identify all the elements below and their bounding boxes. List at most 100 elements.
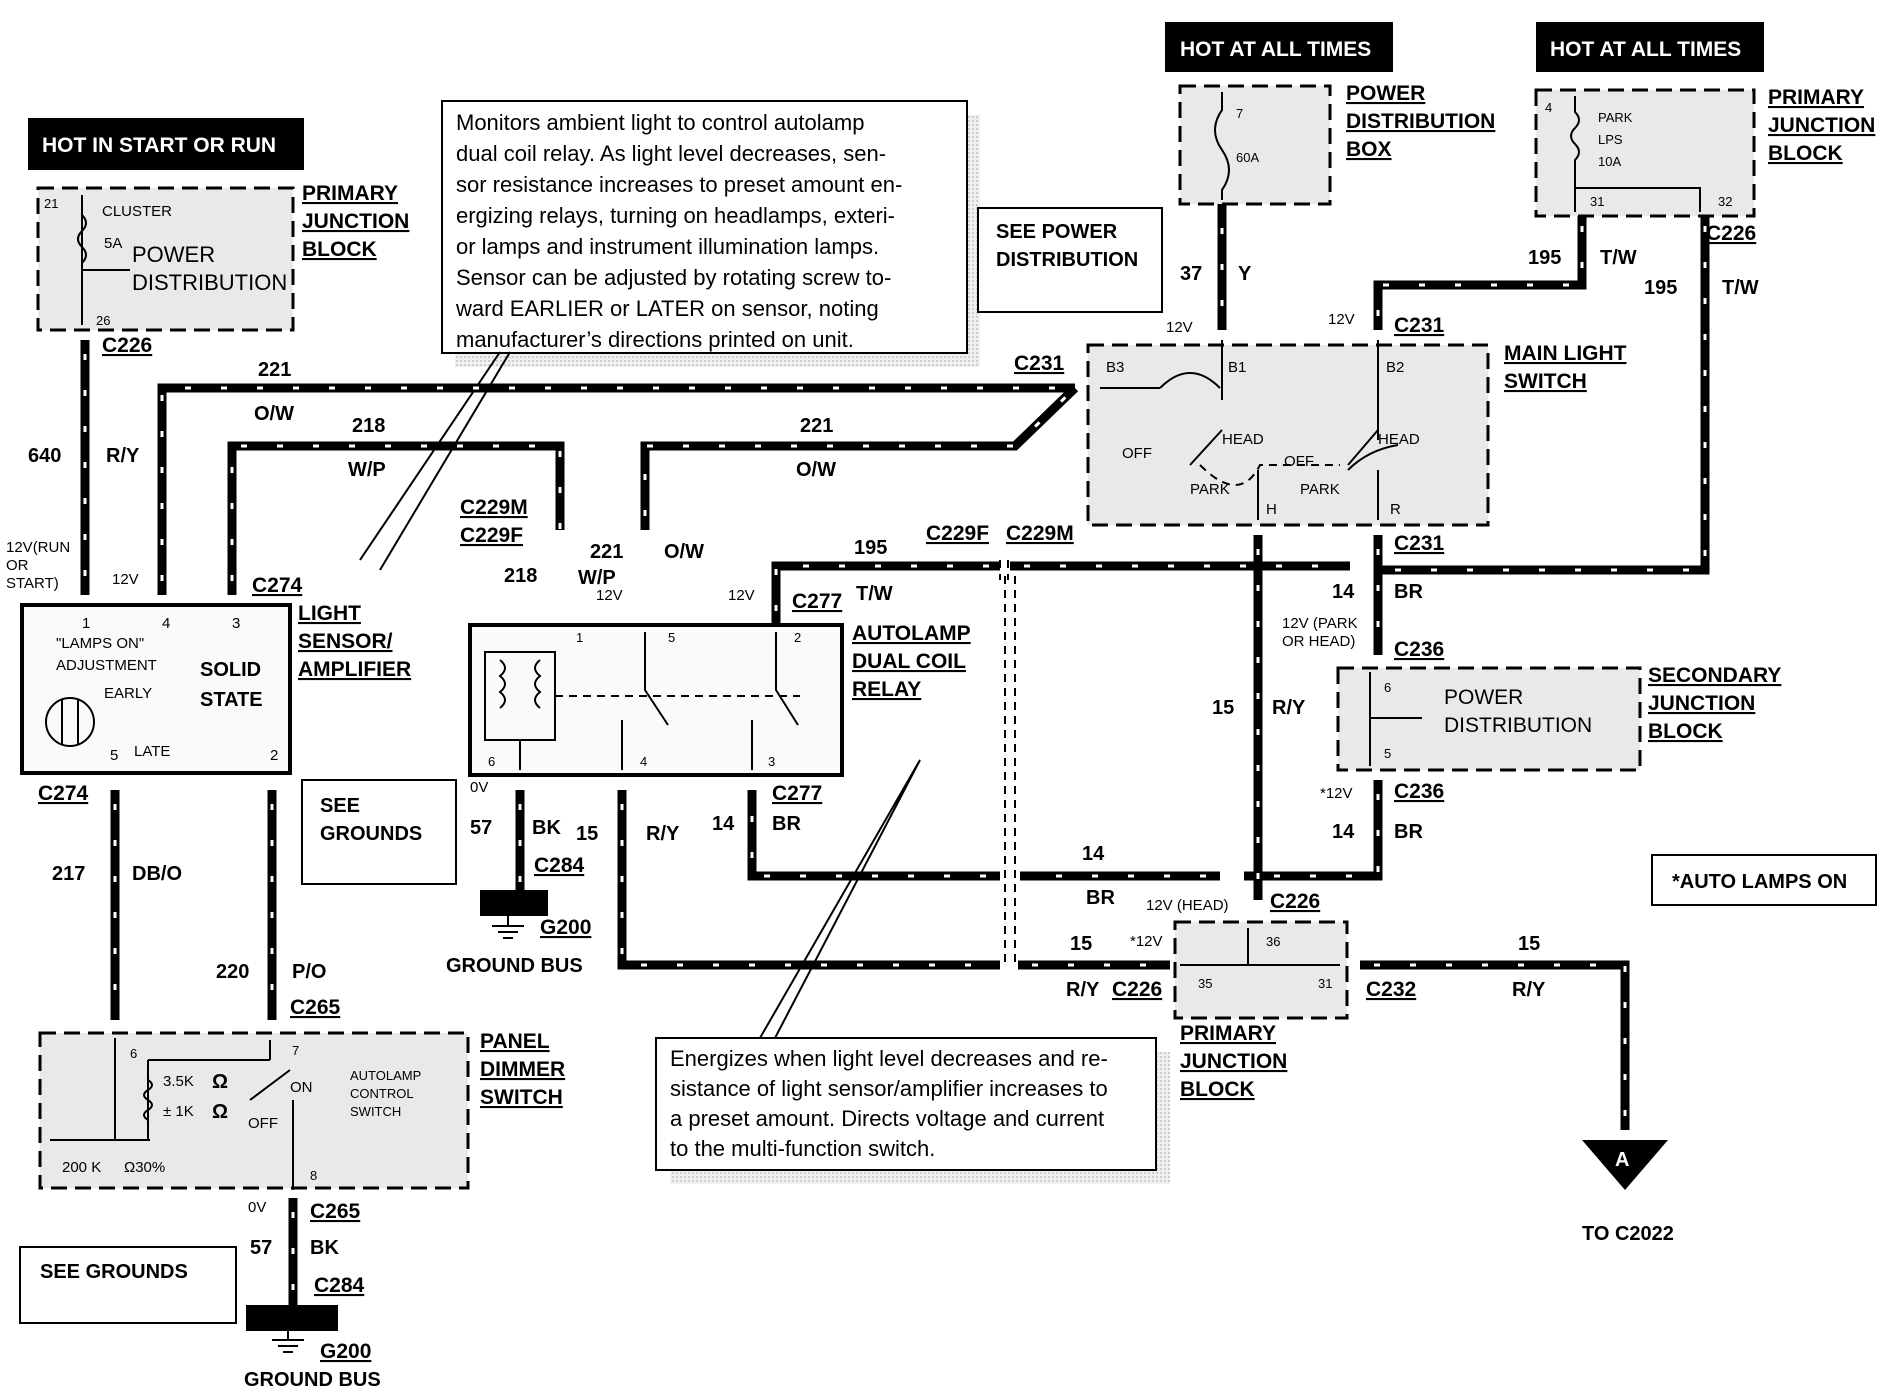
svg-text:2: 2 (270, 747, 278, 764)
svg-text:PARK: PARK (1300, 481, 1340, 498)
svg-text:DIMMER: DIMMER (480, 1058, 565, 1081)
svg-text:195: 195 (1644, 277, 1677, 299)
svg-text:JUNCTION: JUNCTION (302, 210, 409, 233)
svg-text:12V(RUN: 12V(RUN (6, 539, 70, 556)
svg-text:R/Y: R/Y (646, 823, 680, 845)
svg-text:57: 57 (470, 817, 492, 839)
svg-text:PRIMARY: PRIMARY (1180, 1022, 1276, 1045)
svg-text:200 K: 200 K (62, 1159, 101, 1176)
svg-text:JUNCTION: JUNCTION (1648, 692, 1755, 715)
svg-text:BLOCK: BLOCK (1180, 1078, 1255, 1101)
power-distribution-box: 7 60A POWER DISTRIBUTION BOX (1178, 82, 1495, 206)
svg-text:C229F: C229F (926, 522, 989, 545)
svg-text:AUTOLAMP: AUTOLAMP (852, 622, 971, 645)
svg-text:SENSOR/: SENSOR/ (298, 630, 393, 653)
svg-text:BR: BR (772, 813, 801, 835)
svg-text:R/Y: R/Y (1512, 979, 1546, 1001)
wire-14-b (1244, 780, 1383, 881)
svg-text:DISTRIBUTION: DISTRIBUTION (132, 270, 287, 295)
svg-text:14: 14 (1332, 581, 1355, 603)
svg-text:SWITCH: SWITCH (1504, 370, 1587, 393)
svg-text:DB/O: DB/O (132, 863, 182, 885)
svg-text:EARLY: EARLY (104, 685, 152, 702)
svg-text:12V: 12V (1328, 311, 1355, 328)
svg-text:36: 36 (1266, 934, 1280, 949)
svg-text:G200: G200 (540, 916, 591, 939)
main-light-switch: B3 B1 B2 OFF HEAD PARK OFF HEAD PARK H R… (1086, 340, 1627, 527)
svg-text:C236: C236 (1394, 780, 1444, 803)
svg-text:B3: B3 (1106, 359, 1124, 376)
see-grounds-box-1: SEE GROUNDS (301, 779, 457, 885)
svg-text:OR HEAD): OR HEAD) (1282, 633, 1355, 650)
svg-text:218: 218 (504, 565, 537, 587)
wire-15-b (617, 790, 1000, 970)
svg-text:O/W: O/W (664, 541, 704, 563)
svg-text:P/O: P/O (292, 961, 326, 983)
note-line: Monitors ambient light to control autola… (456, 110, 864, 135)
svg-text:6: 6 (1384, 680, 1391, 695)
svg-text:21: 21 (44, 196, 58, 211)
svg-text:AUTOLAMP: AUTOLAMP (350, 1068, 421, 1083)
svg-text:4: 4 (1545, 100, 1552, 115)
svg-text:± 1K: ± 1K (163, 1103, 194, 1120)
note-line: to the multi-function switch. (670, 1136, 935, 1161)
svg-text:640: 640 (28, 445, 61, 467)
svg-text:GROUND BUS: GROUND BUS (244, 1369, 381, 1391)
svg-text:4: 4 (640, 754, 647, 769)
voltage-labels: 12V(RUN OR START) 12V 12V 12V 12V 12V 12… (6, 311, 1358, 1216)
svg-text:C231: C231 (1394, 532, 1445, 555)
wire-221-top (157, 383, 1075, 595)
svg-text:221: 221 (258, 359, 291, 381)
svg-text:R/Y: R/Y (1066, 979, 1100, 1001)
svg-text:195: 195 (1528, 247, 1561, 269)
primary-junction-block-top-left: 21 26 CLUSTER 5A POWER DISTRIBUTION PRIM… (36, 182, 409, 332)
svg-text:CONTROL: CONTROL (350, 1086, 414, 1101)
svg-text:12V: 12V (112, 571, 139, 588)
svg-text:15: 15 (576, 823, 598, 845)
svg-text:60A: 60A (1236, 150, 1259, 165)
auto-lamps-on-note: *AUTO LAMPS ON (1651, 854, 1877, 906)
svg-text:12V (HEAD): 12V (HEAD) (1146, 897, 1229, 914)
svg-text:Ω: Ω (212, 1071, 228, 1093)
svg-text:15: 15 (1518, 933, 1540, 955)
svg-text:SWITCH: SWITCH (350, 1104, 401, 1119)
primary-junction-block-top-right: 4 PARK LPS 10A 31 32 PRIMARY JUNCTION BL… (1534, 86, 1875, 218)
svg-text:POWER: POWER (1444, 686, 1523, 709)
svg-text:Ω30%: Ω30% (124, 1159, 165, 1176)
svg-text:*12V: *12V (1320, 785, 1353, 802)
svg-text:HEAD: HEAD (1222, 431, 1264, 448)
svg-text:C232: C232 (1366, 978, 1416, 1001)
relay-note-pointer (759, 759, 921, 1039)
svg-text:BK: BK (532, 817, 561, 839)
svg-text:H: H (1266, 501, 1277, 518)
svg-text:BLOCK: BLOCK (302, 238, 377, 261)
svg-text:LPS: LPS (1598, 132, 1623, 147)
svg-text:BLOCK: BLOCK (1768, 142, 1843, 165)
svg-text:1: 1 (576, 630, 583, 645)
svg-text:221: 221 (590, 541, 623, 563)
wire-tick (1059, 396, 1067, 403)
note-line: dual coil relay. As light level decrease… (456, 141, 886, 166)
svg-text:15: 15 (1070, 933, 1092, 955)
svg-text:PARK: PARK (1598, 110, 1633, 125)
svg-text:TO C2022: TO C2022 (1582, 1223, 1674, 1245)
connector-labels: C226 C226 C226 C226 C231 C231 C231 C274 … (38, 222, 1756, 1391)
svg-text:26: 26 (96, 313, 110, 328)
svg-text:14: 14 (1332, 821, 1355, 843)
svg-text:AMPLIFIER: AMPLIFIER (298, 658, 411, 681)
svg-text:C277: C277 (792, 590, 842, 613)
svg-text:DISTRIBUTION: DISTRIBUTION (996, 249, 1138, 271)
svg-text:"LAMPS ON": "LAMPS ON" (56, 635, 144, 652)
svg-text:6: 6 (488, 754, 495, 769)
svg-text:SEE: SEE (320, 795, 360, 817)
svg-text:*12V: *12V (1130, 933, 1163, 950)
svg-text:C265: C265 (310, 1200, 361, 1223)
shield-lines (1004, 576, 1016, 965)
svg-text:SEE GROUNDS: SEE GROUNDS (40, 1261, 188, 1283)
secondary-junction-block: 6 5 POWER DISTRIBUTION SECONDARY JUNCTIO… (1336, 664, 1781, 772)
note-line: sor resistance increases to preset amoun… (456, 172, 902, 197)
svg-text:START): START) (6, 575, 59, 592)
svg-text:BR: BR (1394, 581, 1423, 603)
primary-junction-block-bottom: 36 35 31 PRIMARY JUNCTION BLOCK (1173, 920, 1349, 1101)
svg-text:C274: C274 (38, 782, 89, 805)
